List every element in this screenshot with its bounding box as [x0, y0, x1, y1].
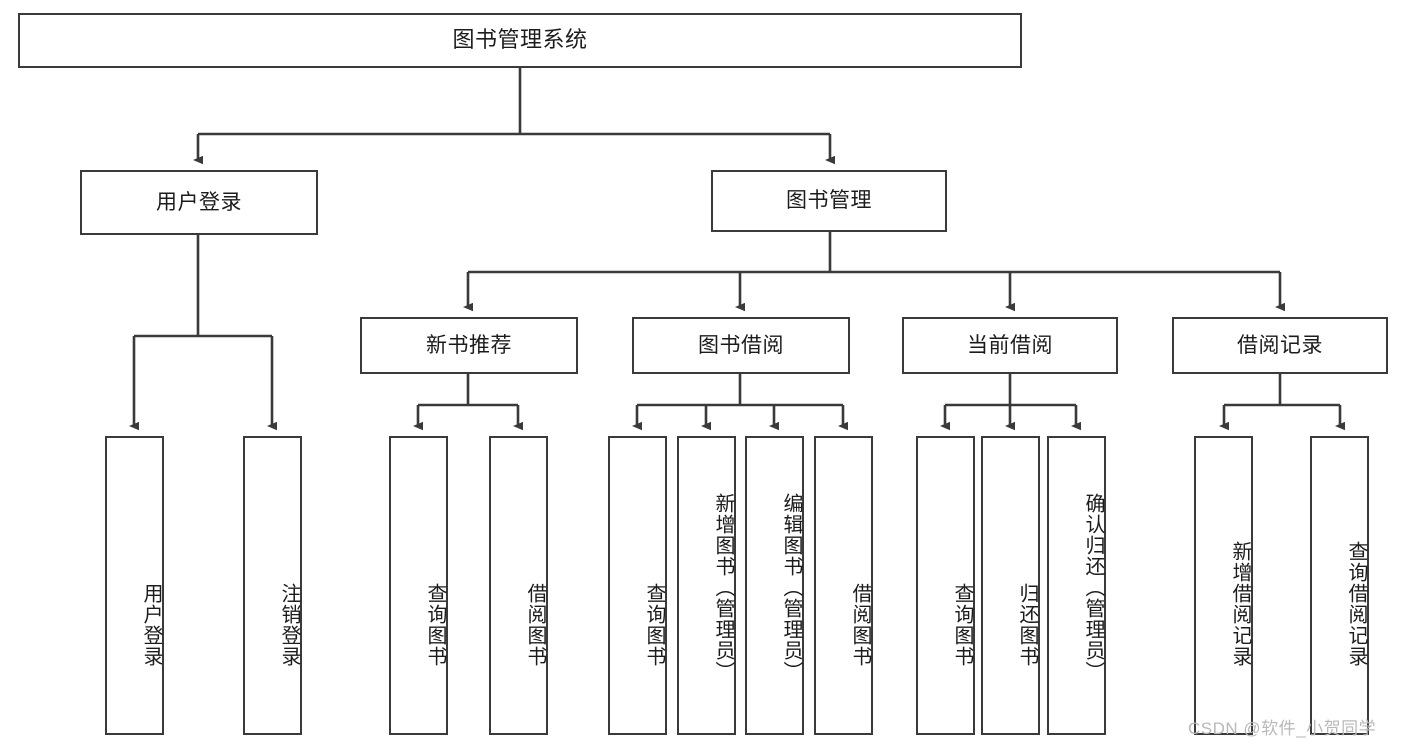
- leaf-borrow-query-books[interactable]: 查询图书: [608, 436, 667, 735]
- node-book-management[interactable]: 图书管理: [711, 170, 947, 232]
- leaf-current-return-books[interactable]: 归还图书: [981, 436, 1040, 735]
- leaf-borrow-add-book-admin[interactable]: 新增图书（管理员）: [677, 436, 736, 735]
- leaf-record-query-borrow-record[interactable]: 查询借阅记录: [1310, 436, 1369, 735]
- leaf-borrow-edit-book-admin[interactable]: 编辑图书（管理员）: [745, 436, 804, 735]
- node-root-book-management-system[interactable]: 图书管理系统: [18, 13, 1022, 68]
- leaf-borrow-borrow-books[interactable]: 借阅图书: [814, 436, 873, 735]
- leaf-user-login-logout[interactable]: 注销登录: [243, 436, 302, 735]
- leaf-record-add-borrow-record[interactable]: 新增借阅记录: [1194, 436, 1253, 735]
- leaf-new-book-borrow-books[interactable]: 借阅图书: [489, 436, 548, 735]
- leaf-current-confirm-return-admin[interactable]: 确认归还（管理员）: [1047, 436, 1106, 735]
- csdn-watermark: CSDN @软件_小贺同学: [1188, 719, 1377, 738]
- node-book-borrowing[interactable]: 图书借阅: [632, 317, 850, 374]
- node-current-borrowing[interactable]: 当前借阅: [902, 317, 1118, 374]
- leaf-new-book-query-books[interactable]: 查询图书: [389, 436, 448, 735]
- node-borrowing-record[interactable]: 借阅记录: [1172, 317, 1388, 374]
- node-new-book-recommendation[interactable]: 新书推荐: [360, 317, 578, 374]
- leaf-user-login-login[interactable]: 用户登录: [105, 436, 164, 735]
- leaf-current-query-books[interactable]: 查询图书: [916, 436, 975, 735]
- node-user-login[interactable]: 用户登录: [80, 170, 318, 235]
